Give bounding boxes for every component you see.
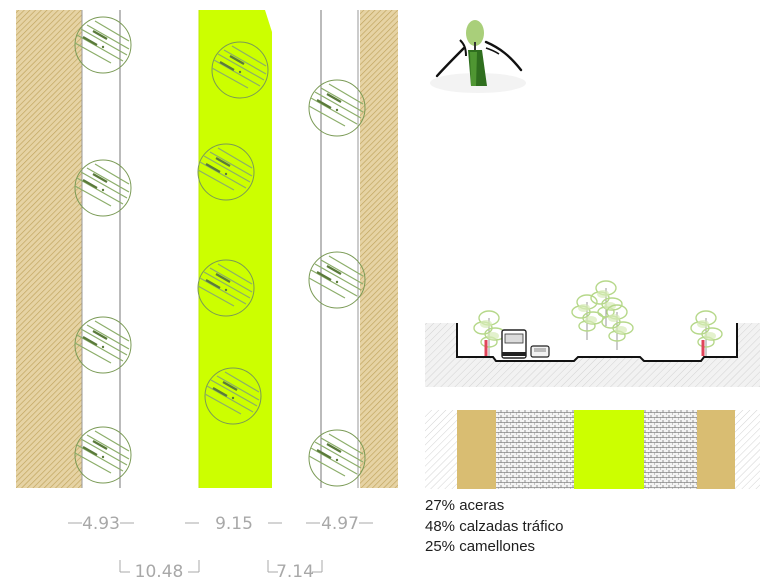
right-building-hatch [360,10,398,488]
bar-roadway-right [644,410,697,489]
cross-section [425,280,760,387]
tree-icon [473,310,506,357]
tree-icon [690,310,723,357]
percentage-list: 27% aceras 48% calzadas tráfico 25% came… [425,496,563,558]
bar-median [574,410,644,489]
tree-symbol [307,428,367,488]
dimension-sidewalk-right: 4.97 [321,514,359,534]
dimension-roadway-right: 7.14 [276,562,314,580]
stat-sidewalks: 27% aceras [425,497,505,514]
car-icon [530,345,550,358]
tree-symbol [73,425,133,485]
tree-symbol [73,15,133,75]
stat-roadways: 48% calzadas tráfico [425,517,564,535]
ground-hatch [425,323,760,387]
tree-icon [571,294,604,341]
bar-sidewalk-right [697,410,735,489]
bar-sidewalk-left [457,410,496,489]
dimension-median: 9.15 [215,514,253,534]
tree-symbol [307,250,367,310]
tree-symbol [73,158,133,218]
bus-icon [501,329,527,359]
left-building-hatch [16,10,82,488]
tree-symbol [307,78,367,138]
stat-medians: 25% camellones [425,538,536,555]
compass-icon [430,20,526,93]
distribution-bar [425,410,760,489]
dimension-sidewalk-left: 4.93 [82,514,120,534]
tree-symbol [73,315,133,375]
plan-view [16,10,398,488]
bar-roadway-left [496,410,574,489]
dimension-roadway-left: 10.48 [135,562,184,580]
dimension-lines [68,522,373,573]
section-profile-line [456,323,738,362]
tree-icon [601,304,634,351]
median-strip [199,10,272,488]
